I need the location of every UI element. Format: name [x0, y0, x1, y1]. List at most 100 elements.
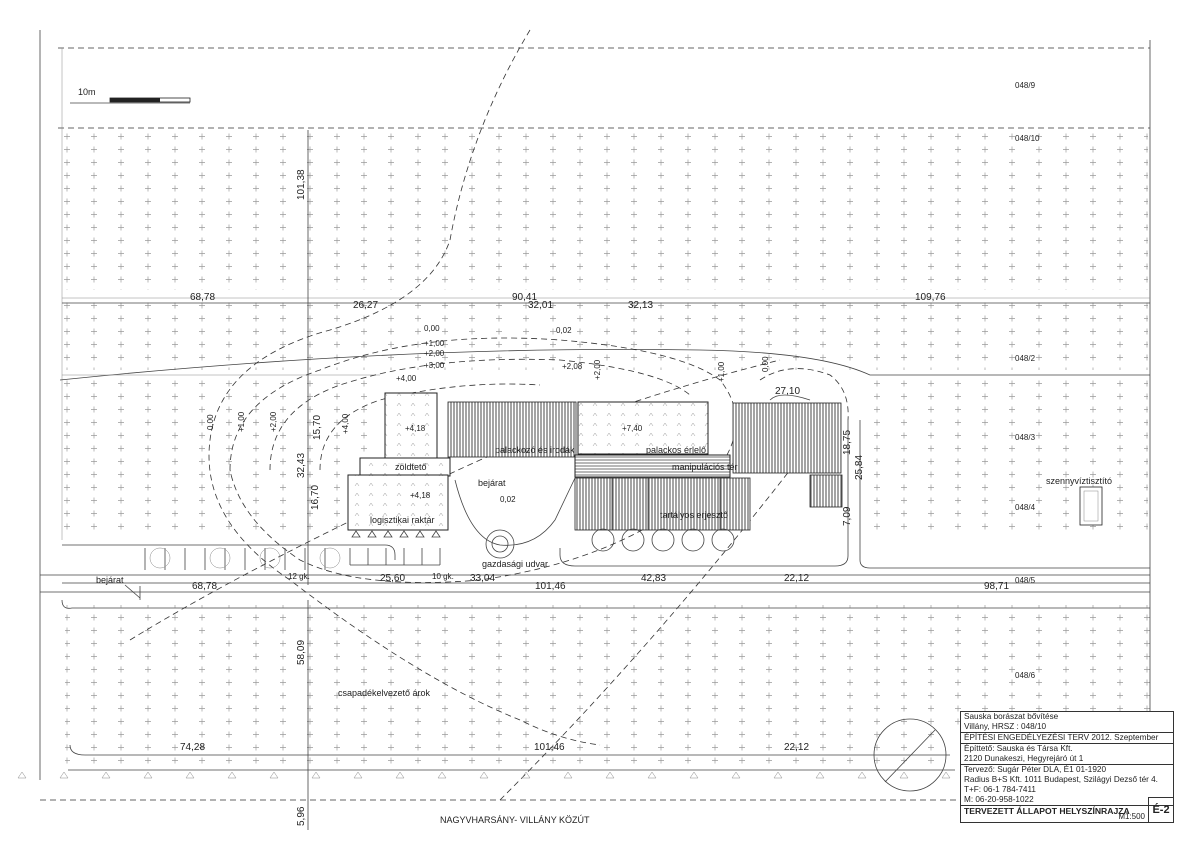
marker-triangle: [521, 771, 531, 779]
label-entrance-road: bejárat: [96, 575, 124, 585]
marker-triangle: [185, 771, 195, 779]
parking-area: [144, 547, 441, 570]
parcel-048-10: 048/10: [1015, 134, 1040, 143]
level-2: +1,00: [424, 339, 445, 348]
marker-triangle: [399, 530, 409, 538]
tb-firm: Radius B+S Kft. 1011 Budapest, Szilágyi …: [964, 775, 1158, 784]
dim-top-2: 26,27: [353, 300, 378, 311]
yard-outline: [454, 477, 576, 546]
contour-lines: [129, 29, 791, 801]
parcel-048-6: 048/6: [1015, 671, 1036, 680]
east-hall: [732, 402, 842, 474]
dim-road-4: 101,46: [535, 581, 566, 592]
marker-triangle: [395, 771, 405, 779]
level-13: +4,18: [410, 491, 431, 500]
label-yard: gazdasági udvar: [482, 559, 548, 569]
site-boundaries: [39, 30, 1151, 801]
dim-building-1: 27,10: [775, 386, 800, 397]
marker-triangle: [941, 771, 951, 779]
bottling-offices-roof: [447, 401, 577, 458]
dim-top-5: 32,13: [628, 300, 653, 311]
dim-road-3: 33,04: [470, 573, 495, 584]
label-wastewater: szennyvíztisztító: [1046, 476, 1112, 486]
dim-v-1: 101,38: [296, 169, 307, 200]
tb-drawing-title: TERVEZETT ÁLLAPOT HELYSZÍNRAJZA: [961, 805, 1173, 816]
marker-triangle: [437, 771, 447, 779]
level-8: +2,00: [593, 359, 602, 380]
tb-designer: Tervező: Sugár Péter DLA, É1 01-1920: [961, 764, 1173, 775]
label-green-roof: zöldtető: [395, 462, 427, 472]
fermentation-tanks: [591, 528, 735, 552]
level-4: +3,00: [424, 361, 445, 370]
label-logistics: logisztikai raktár: [370, 515, 435, 525]
dim-top-6: 109,76: [915, 292, 946, 303]
tb-client: Építtető: Sauska és Társa Kft.: [961, 743, 1173, 754]
dim-road-2: 25,60: [380, 573, 405, 584]
dim-road-1: 68,78: [192, 581, 217, 592]
label-parking-10: 10 gk.: [432, 572, 454, 581]
bottle-aging-cellar: [577, 401, 709, 455]
tb-scale: M1:500: [1118, 812, 1145, 821]
marker-triangle: [773, 771, 783, 779]
label-ditch: csapadékelvezető árok: [338, 688, 431, 698]
tb-sheet-number: É-2: [1148, 797, 1173, 822]
logistics-warehouse: [347, 474, 449, 531]
trees: [759, 368, 947, 792]
level-5: +4,00: [396, 374, 417, 383]
vineyard-fields: [58, 130, 1150, 770]
dim-top-4: 32,01: [528, 300, 553, 311]
marker-triangle: [479, 771, 489, 779]
bottling-offices-building: [384, 392, 438, 461]
level-14: 0,02: [500, 495, 516, 504]
marker-triangle: [815, 771, 825, 779]
parcel-048-2: 048/2: [1015, 354, 1036, 363]
level-10: 0,00: [761, 356, 770, 372]
parcel-numbers: 048/9 048/10 048/2 048/3 048/4 048/5 048…: [1015, 81, 1040, 680]
tb-client-address: 2120 Dunakeszi, Hegyrejáró út 1: [964, 754, 1084, 763]
level-17: +2,00: [269, 411, 278, 432]
road-dimensions: 68,78 25,60 33,04 101,46 42,83 22,12 98,…: [192, 573, 1009, 592]
level-9: +1,00: [717, 361, 726, 382]
tank-fermenter: [574, 477, 751, 531]
marker-triangle: [689, 771, 699, 779]
marker-triangle: [17, 771, 27, 779]
marker-triangle: [351, 530, 361, 538]
marker-triangle: [353, 771, 363, 779]
dim-road-5: 42,83: [641, 573, 666, 584]
road-markers: [17, 530, 951, 779]
marker-triangle: [143, 771, 153, 779]
label-road: NAGYVHARSÁNY- VILLÁNY KÖZÚT: [440, 815, 590, 825]
dim-v-7: 18,75: [842, 430, 853, 455]
dim-v-4: 16,70: [310, 485, 321, 510]
area-labels: palackozó és irodák palackos érlelő mani…: [96, 445, 1112, 825]
dim-v-5: 58,09: [296, 640, 307, 665]
marker-triangle: [857, 771, 867, 779]
marker-triangle: [367, 530, 377, 538]
marker-triangle: [647, 771, 657, 779]
level-11: +4,18: [405, 424, 426, 433]
buildings: [347, 392, 1103, 559]
parcel-048-3: 048/3: [1015, 433, 1036, 442]
dim-road-7: 98,71: [984, 581, 1009, 592]
label-tank-fermenter: tartályos erjesztő: [660, 510, 728, 520]
level-1: 0,00: [424, 324, 440, 333]
fountain: [485, 529, 515, 559]
dim-bottom-3: 22,12: [784, 742, 809, 753]
marker-triangle: [269, 771, 279, 779]
level-3: +2,00: [424, 349, 445, 358]
bottom-dimensions: 74,28 101,46 22,12: [180, 742, 809, 753]
dim-v-6: 5,96: [296, 806, 307, 826]
dim-top-1: 68,78: [190, 292, 215, 303]
parcel-048-5: 048/5: [1015, 576, 1036, 585]
level-12: +7,40: [622, 424, 643, 433]
marker-triangle: [563, 771, 573, 779]
east-hall-annex: [809, 474, 843, 508]
label-bottling-offices: palackozó és irodák: [495, 445, 575, 455]
vertical-dimensions: 101,38 32,43 15,70 16,70 58,09 5,96 18,7…: [296, 169, 865, 826]
entrance-arrow: [124, 584, 141, 600]
marker-triangle: [605, 771, 615, 779]
scale-bar: 10m: [70, 87, 191, 104]
label-entrance: bejárat: [478, 478, 506, 488]
dim-v-2: 32,43: [296, 453, 307, 478]
